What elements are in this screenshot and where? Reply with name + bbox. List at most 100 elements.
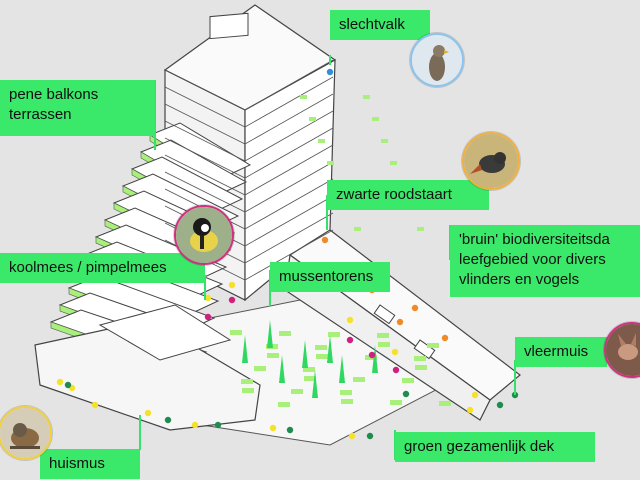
label-house-sparrow: huismus [40,449,140,479]
deck-planting-bed [353,377,365,382]
tower-floor-line [244,229,334,281]
sparrow-tower [302,340,308,368]
sparrow-tower [327,335,333,363]
habitat-dot [326,68,334,76]
sparrow-tower [372,345,378,373]
sparrow-tower [242,335,248,363]
habitat-dot [191,421,199,429]
tower-floor-line [244,178,334,230]
habitat-dot [91,401,99,409]
habitat-dot [466,406,474,414]
habitat-dot [228,281,236,289]
sparrow-tower [279,355,285,383]
tower-balcony-planting [390,161,397,165]
tower-balcony-planting [309,117,316,121]
tower-balcony-planting [300,95,307,99]
habitat-dot [56,378,64,386]
deck-planting-bed [303,367,315,372]
label-sparrow-towers: mussentorens [270,262,390,292]
deck-planting-bed [304,376,316,381]
tower-floor-line [164,120,246,162]
planting-strips [230,95,451,407]
tower-floor-line [244,195,334,247]
sparrow-tower [267,320,273,348]
sparrow-tower [312,370,318,398]
deck-planting-bed [242,388,254,393]
tower-floor-line [164,103,246,145]
habitat-dots [56,68,519,440]
deck-planting-bed [315,345,327,350]
deck-planting-bed [427,343,439,348]
tower-balcony-planting [363,95,370,99]
tower-floor-line [164,86,246,128]
label-peregrine-falcon: slechtvalk [330,10,430,40]
tower-balcony-planting [354,227,361,231]
deck-planting-bed [267,353,279,358]
tower-floor-line [164,69,246,111]
habitat-dot [392,366,400,374]
deck-planting-bed [378,342,390,347]
tower-floor-line [244,110,334,162]
habitat-dot [471,391,479,399]
habitat-dot [164,416,172,424]
deck-planting-bed [415,365,427,370]
tower-balcony-planting [381,139,388,143]
tower-floor-line [244,161,334,213]
habitat-dot [368,351,376,359]
deck-planting-bed [328,332,340,337]
label-balconies-line2: terrassen [9,106,72,123]
redstart-photo-icon [462,132,520,190]
deck-planting-bed [291,389,303,394]
label-biodiversity-line3: vlinders en vogels [459,271,580,288]
tower-floor-line [244,144,334,196]
deck-planting-bed [316,354,328,359]
habitat-dot [204,294,212,302]
label-biodiversity-line2: leefgebied voor divers [459,251,606,268]
sparrow-photo-icon [0,406,52,460]
deck-planting-bed [241,379,253,384]
habitat-dot [396,318,404,326]
falcon-photo-icon [410,33,464,87]
habitat-dot [214,421,222,429]
habitat-dot [348,432,356,440]
deck-planting-bed [340,390,352,395]
deck-planting-bed [402,378,414,383]
sparrow-tower [339,355,345,383]
habitat-dot [496,401,504,409]
tower-floor-line [244,127,334,179]
habitat-dot [346,316,354,324]
label-balconies-terraces: pene balkons terrassen [0,80,155,136]
tower-floor-line [164,171,246,213]
podium-block [34,304,261,431]
tower-floor-line [164,154,246,196]
tower-floor-line [164,137,246,179]
tower-balcony-planting [372,117,379,121]
habitat-dot [411,304,419,312]
habitat-dot [321,236,329,244]
sparrow-tower-markers [242,320,378,398]
habitat-dot [269,424,277,432]
label-brown-biodiversity-roof: 'bruin' biodiversiteitsda leefgebied voo… [450,225,640,297]
tit-photo-icon [174,205,234,265]
deck-planting-bed [279,331,291,336]
habitat-dot [346,336,354,344]
tower-floor-line [244,59,334,111]
tower-floor-line [244,212,334,264]
label-biodiversity-line1: 'bruin' biodiversiteitsda [459,231,610,248]
habitat-dot [228,296,236,304]
deck-planting-bed [254,366,266,371]
deck-planting-bed [390,400,402,405]
tower-floor-line [244,93,334,145]
deck-planting-bed [414,356,426,361]
label-green-shared-deck: groen gezamenlijk dek [395,432,595,462]
tower-balcony-planting [417,227,424,231]
label-great-blue-tit: koolmees / pimpelmees [0,253,205,283]
habitat-dot [286,426,294,434]
label-bat: vleermuis [515,337,607,367]
habitat-dot [441,334,449,342]
label-black-redstart: zwarte roodstaart [327,180,489,210]
deck-planting-bed [377,333,389,338]
tower-floor-line [244,76,334,128]
tower-balcony-planting [327,161,334,165]
